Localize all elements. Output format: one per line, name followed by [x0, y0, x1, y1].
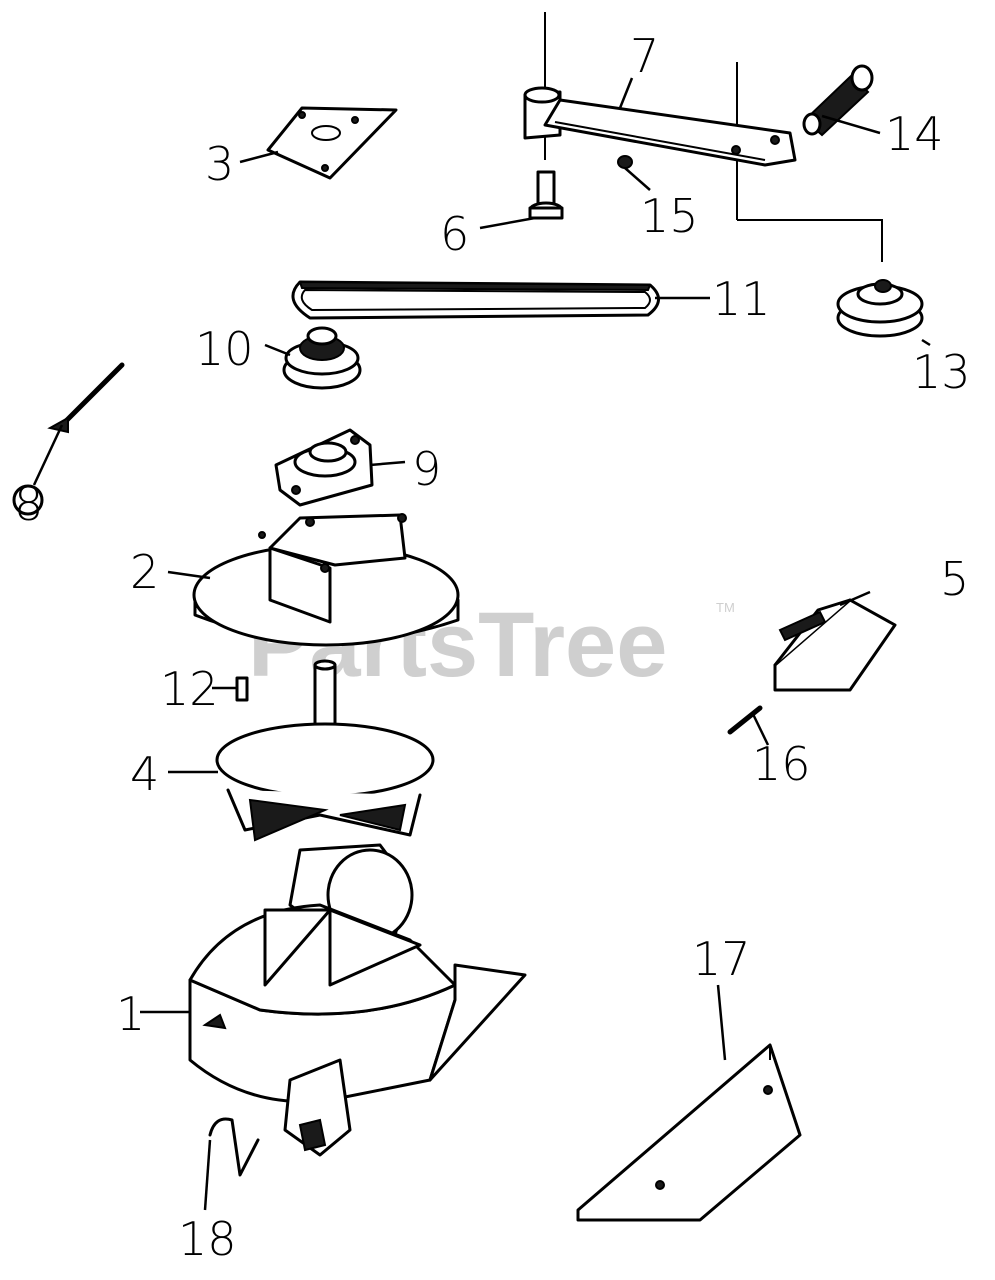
- callout-13: 13: [912, 345, 971, 399]
- callout-10: 10: [195, 322, 254, 376]
- part-2-upper-housing[interactable]: [192, 513, 460, 647]
- part-6-pivot-pin[interactable]: [528, 170, 564, 220]
- callout-14: 14: [885, 107, 944, 161]
- part-10-drive-pulley[interactable]: [282, 326, 362, 390]
- part-14-spring[interactable]: [802, 64, 874, 137]
- part-18-clip[interactable]: [208, 1117, 260, 1177]
- part-17-skid-plate[interactable]: [576, 1043, 802, 1222]
- callout-11: 11: [712, 272, 771, 326]
- part-9-flange-bearing[interactable]: [274, 428, 374, 507]
- part-5-deflector[interactable]: [773, 598, 897, 692]
- part-15-bolt[interactable]: [617, 155, 633, 169]
- callout-2: 2: [130, 545, 159, 599]
- callout-4: 4: [130, 747, 159, 801]
- callout-16: 16: [752, 737, 811, 791]
- callout-9: 9: [412, 442, 441, 496]
- callout-18: 18: [178, 1212, 237, 1266]
- watermark-tm: TM: [716, 600, 735, 615]
- callout-15: 15: [640, 189, 699, 243]
- leader-lines: [32, 77, 931, 1211]
- callout-17: 17: [692, 932, 751, 986]
- part-7-idler-arm[interactable]: [523, 12, 883, 262]
- callout-5: 5: [940, 552, 969, 606]
- part-4-impeller[interactable]: [215, 659, 435, 842]
- part-8-rod-knob[interactable]: [12, 362, 125, 516]
- callout-7: 7: [630, 29, 659, 83]
- part-16-pin[interactable]: [727, 705, 763, 735]
- callout-3: 3: [205, 137, 234, 191]
- part-1-blower-housing[interactable]: [188, 843, 527, 1157]
- callout-labels: 7 14 15 6 3 11 10 13 8 9 2 12 4 5 16 1 1…: [14, 29, 971, 1266]
- callout-12: 12: [160, 662, 219, 716]
- callout-8: 8: [14, 477, 43, 531]
- part-13-idler-pulley[interactable]: [836, 279, 924, 338]
- part-12-spacer[interactable]: [235, 676, 249, 702]
- callout-1: 1: [116, 987, 145, 1041]
- part-3-mounting-plate[interactable]: [266, 106, 398, 180]
- part-11-drive-belt[interactable]: [291, 280, 660, 320]
- callout-6: 6: [440, 207, 469, 261]
